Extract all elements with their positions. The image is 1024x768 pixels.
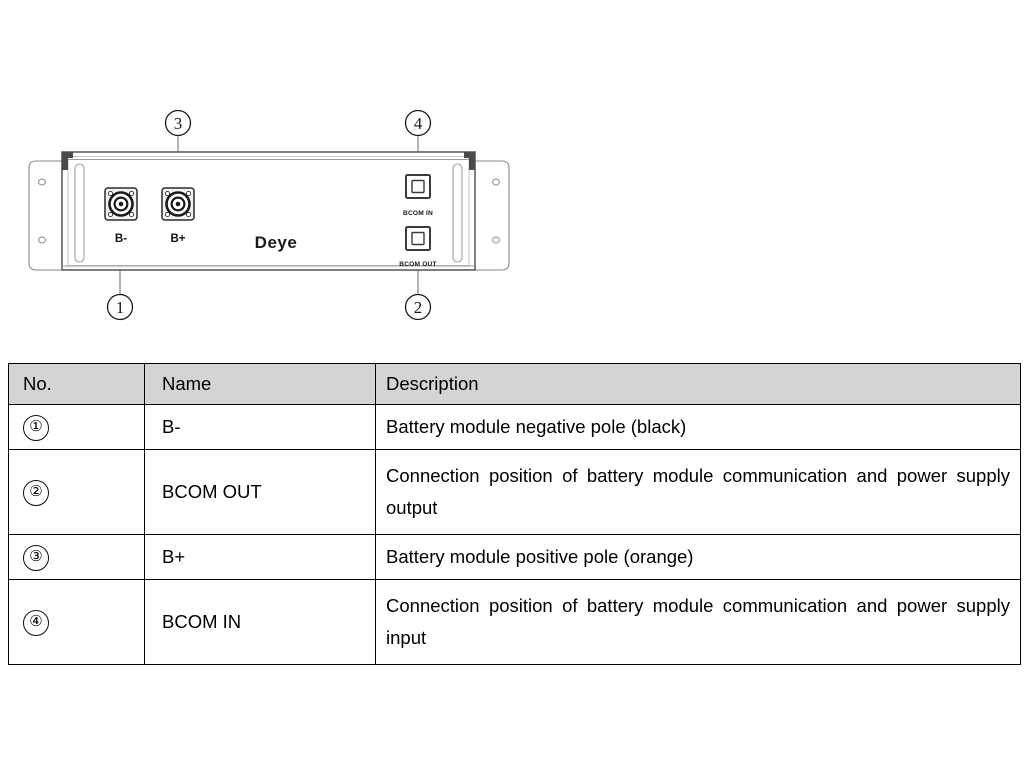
row-3-name: B+ <box>144 534 376 580</box>
row-4-description: Connection position of battery module co… <box>375 579 1021 665</box>
row-1-name-text: B- <box>162 416 181 437</box>
row-4-no: ④ <box>8 579 145 665</box>
row-4-description-text: Connection position of battery module co… <box>386 595 1010 648</box>
row-1-no-badge: ① <box>23 414 49 441</box>
row-3-no-badge: ③ <box>23 544 49 571</box>
callout-2: 2 <box>404 293 432 321</box>
column-header-description: Description <box>375 363 1021 405</box>
callout-1-label: 1 <box>116 298 125 317</box>
row-2-no: ② <box>8 449 145 535</box>
row-3-description-text: Battery module positive pole (orange) <box>386 545 694 567</box>
deye-logo-text: Deye <box>255 233 298 252</box>
connector-b-positive[interactable] <box>161 187 195 221</box>
row-4-name: BCOM IN <box>144 579 376 665</box>
mounting-bracket-left <box>28 160 69 271</box>
handle-slot-right <box>452 163 463 263</box>
table-row: ④ BCOM IN Connection position of battery… <box>8 579 1021 665</box>
row-3-description: Battery module positive pole (orange) <box>375 534 1021 580</box>
table-row: ① B- Battery module negative pole (black… <box>8 404 1021 450</box>
port-label-bcom-in: BCOM IN <box>403 210 433 217</box>
port-bcom-in[interactable] <box>405 174 431 199</box>
table-row: ③ B+ Battery module positive pole (orang… <box>8 534 1021 580</box>
deye-logo: Deye <box>255 233 298 252</box>
callout-1: 1 <box>106 293 134 321</box>
row-4-no-badge: ④ <box>23 609 49 636</box>
callout-2-label: 2 <box>414 298 423 317</box>
handle-slot-left <box>74 163 85 263</box>
table-row: ② BCOM OUT Connection position of batter… <box>8 449 1021 535</box>
row-3-name-text: B+ <box>162 546 186 567</box>
port-label-b-negative: B- <box>115 233 127 245</box>
parts-legend-table: No. Name Description ① B- Battery module… <box>8 363 1021 665</box>
port-label-b-positive: B+ <box>170 233 185 245</box>
row-2-description: Connection position of battery module co… <box>375 449 1021 535</box>
column-header-no: No. <box>8 363 145 405</box>
callout-4-label: 4 <box>414 114 423 133</box>
column-header-no-text: No. <box>23 373 52 394</box>
callout-3: 3 <box>164 109 192 137</box>
table-header-row: No. Name Description <box>8 363 1021 405</box>
row-2-no-badge: ② <box>23 479 49 506</box>
column-header-description-text: Description <box>386 373 479 394</box>
callout-4: 4 <box>404 109 432 137</box>
row-1-description-text: Battery module negative pole (black) <box>386 415 687 437</box>
row-2-name-text: BCOM OUT <box>162 481 262 502</box>
row-1-description: Battery module negative pole (black) <box>375 404 1021 450</box>
port-bcom-out[interactable] <box>405 226 431 251</box>
port-label-bcom-out: BCOM OUT <box>399 261 437 268</box>
callout-3-label: 3 <box>174 114 183 133</box>
row-2-description-text: Connection position of battery module co… <box>386 465 1010 518</box>
column-header-name: Name <box>144 363 376 405</box>
battery-module-diagram: 3 4 1 2 <box>0 90 560 340</box>
connector-b-negative[interactable] <box>104 187 138 221</box>
row-4-name-text: BCOM IN <box>162 611 242 632</box>
row-1-no: ① <box>8 404 145 450</box>
row-3-no: ③ <box>8 534 145 580</box>
row-1-name: B- <box>144 404 376 450</box>
row-2-name: BCOM OUT <box>144 449 376 535</box>
column-header-name-text: Name <box>162 373 212 394</box>
mounting-bracket-right <box>469 160 510 271</box>
